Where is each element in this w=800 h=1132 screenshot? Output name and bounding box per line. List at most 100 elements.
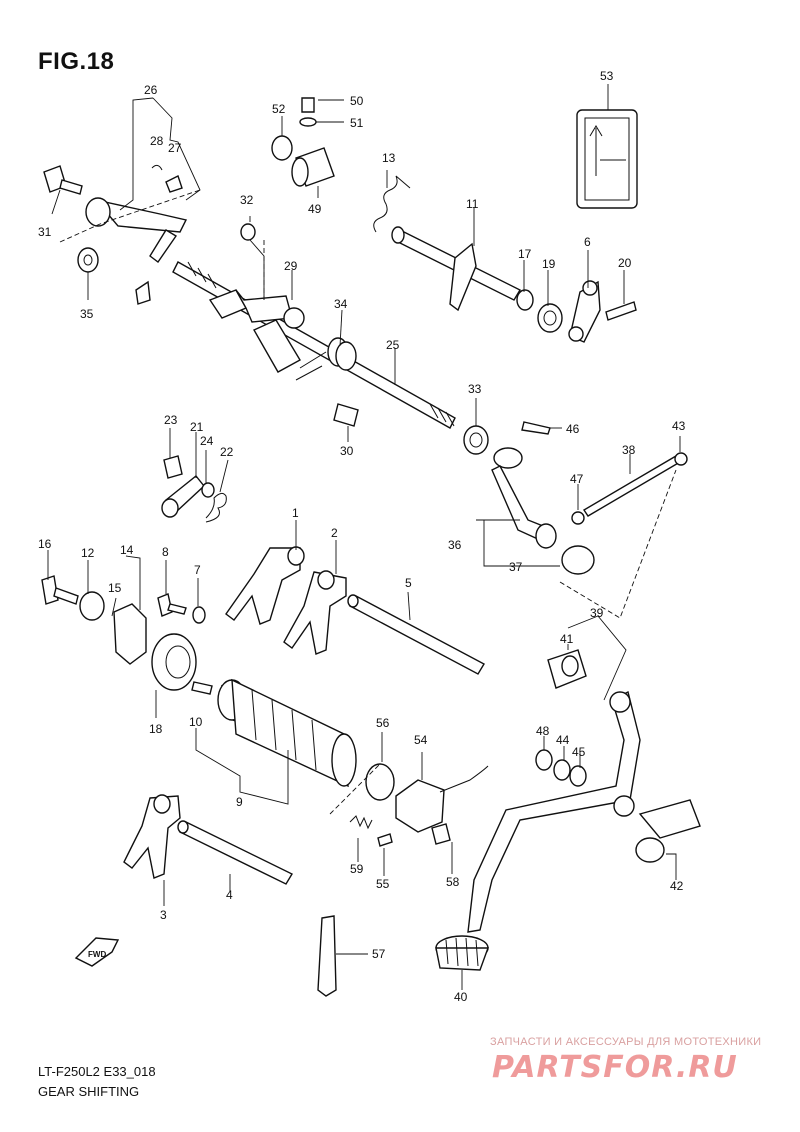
watermark-caption: ЗАПЧАСТИ И АКСЕССУАРЫ ДЛЯ МОТОТЕХНИКИ (490, 1036, 762, 1048)
o-ring-52 (271, 135, 293, 161)
callout-labels: 1 2 3 4 5 6 7 8 9 10 11 12 13 14 15 16 1… (38, 69, 686, 1004)
callout-36: 36 (448, 538, 462, 552)
pivot-42 (635, 799, 701, 863)
callout-15: 15 (108, 581, 122, 595)
callout-11: 11 (466, 197, 479, 211)
gearshift-cam-9 (217, 678, 357, 788)
callout-24: 24 (200, 434, 214, 448)
callout-12: 12 (81, 546, 95, 560)
callout-39: 39 (590, 606, 604, 620)
callout-21: 21 (190, 420, 204, 434)
shift-fork-2 (283, 570, 347, 655)
callout-23: 23 (164, 413, 178, 427)
shift-fork-1 (225, 546, 305, 625)
callout-37: 37 (509, 560, 523, 574)
figure-title: FIG.18 (38, 48, 115, 75)
callout-38: 38 (622, 443, 636, 457)
callout-5: 5 (405, 576, 412, 590)
callout-40: 40 (454, 990, 468, 1004)
section-title: GEAR SHIFTING (38, 1084, 140, 1099)
washers-44-45-48 (535, 749, 587, 787)
callout-27: 27 (168, 141, 182, 155)
callout-58: 58 (446, 875, 460, 889)
watermark-logo: PARTSFOR.RU (492, 1050, 738, 1085)
callout-46: 46 (566, 422, 580, 436)
model-code: LT-F250L2 E33_018 (38, 1064, 156, 1079)
shift-arm-6 (568, 280, 601, 343)
bolt-16 (41, 575, 79, 605)
callout-50: 50 (350, 94, 364, 108)
washer-17 (516, 289, 534, 311)
bolt-8 (157, 593, 187, 617)
callout-35: 35 (80, 307, 94, 321)
callout-54: 54 (414, 733, 428, 747)
pin-30 (333, 403, 359, 427)
callout-29: 29 (284, 259, 298, 273)
clamp-57 (317, 915, 337, 997)
shift-shaft-11 (391, 226, 521, 312)
callout-49: 49 (308, 202, 322, 216)
gear-position-switch-54 (395, 765, 489, 833)
callout-53: 53 (600, 69, 614, 83)
forward-arrow-icon: FWD (74, 937, 120, 967)
spring-22 (205, 492, 227, 523)
callout-25: 25 (386, 338, 400, 352)
clip-28 (151, 164, 163, 171)
callout-13: 13 (382, 151, 396, 165)
callout-7: 7 (194, 563, 201, 577)
oil-seal-33 (463, 425, 489, 455)
callout-19: 19 (542, 257, 556, 271)
callout-10: 10 (189, 715, 203, 729)
washer-35 (77, 247, 99, 273)
gearshift-lever-40 (467, 690, 641, 933)
bolt-58 (431, 823, 451, 845)
cam-driven-gear-14 (113, 603, 147, 665)
spring-59 (349, 815, 373, 830)
stopper-arm-21 (161, 475, 205, 518)
callout-51: 51 (350, 116, 364, 130)
callout-45: 45 (572, 745, 586, 759)
pivot-bolt-41 (547, 649, 587, 689)
callout-26: 26 (144, 83, 158, 97)
shift-arm-bracket (208, 289, 305, 373)
callout-6: 6 (584, 235, 591, 249)
callout-55: 55 (376, 877, 390, 891)
callout-17: 17 (518, 247, 532, 261)
shift-link-arm (491, 447, 557, 549)
callout-22: 22 (220, 445, 234, 459)
washer-24 (201, 482, 215, 498)
callout-48: 48 (536, 724, 550, 738)
callout-52: 52 (272, 102, 286, 116)
shift-lever-upper (85, 175, 188, 305)
callout-32: 32 (240, 193, 254, 207)
pin-55 (377, 833, 393, 847)
pin-10 (191, 681, 213, 695)
leader-lines (47, 84, 681, 990)
callout-43: 43 (672, 419, 686, 433)
callout-57: 57 (372, 947, 386, 961)
washer-51 (299, 117, 317, 127)
fork-shaft-4 (177, 820, 293, 885)
callout-14: 14 (120, 543, 134, 557)
callout-4: 4 (226, 888, 233, 902)
gearshift-shaft (172, 261, 456, 429)
callout-41: 41 (560, 632, 574, 646)
callout-20: 20 (618, 256, 632, 270)
callout-30: 30 (340, 444, 354, 458)
bolt-50 (301, 97, 315, 113)
callout-2: 2 (331, 526, 338, 540)
bolt-20 (605, 301, 637, 321)
callout-34: 34 (334, 297, 348, 311)
shift-fork-3 (123, 794, 181, 879)
callout-16: 16 (38, 537, 52, 551)
bolt-46 (521, 421, 551, 435)
shift-pedal-rubber (435, 935, 489, 971)
callout-42: 42 (670, 879, 684, 893)
bolt-23 (163, 455, 183, 479)
callout-8: 8 (162, 545, 169, 559)
fork-shaft-5 (347, 594, 485, 675)
shift-shaft-spring (295, 337, 357, 381)
callout-1: 1 (292, 506, 299, 520)
fwd-label: FWD (88, 950, 106, 959)
